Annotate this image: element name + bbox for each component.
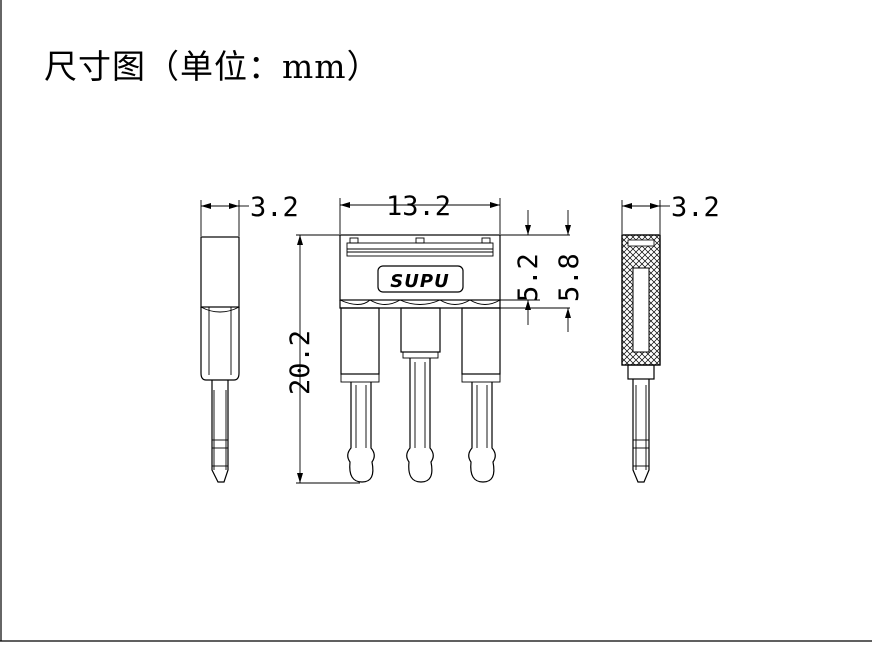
height-label: 20.2 bbox=[285, 330, 316, 395]
header-height-label: 5.2 bbox=[513, 253, 544, 302]
supu-logo: SUPU bbox=[390, 271, 449, 292]
side-view bbox=[200, 200, 249, 483]
front-width-label: 13.2 bbox=[386, 191, 451, 222]
side-width-label: 3.2 bbox=[250, 192, 299, 223]
front-view bbox=[296, 198, 571, 484]
section-width-label: 3.2 bbox=[671, 192, 720, 223]
page-title: 尺寸图（单位：mm） bbox=[44, 47, 381, 86]
body-height-label: 5.8 bbox=[554, 253, 585, 302]
section-view bbox=[621, 200, 670, 483]
